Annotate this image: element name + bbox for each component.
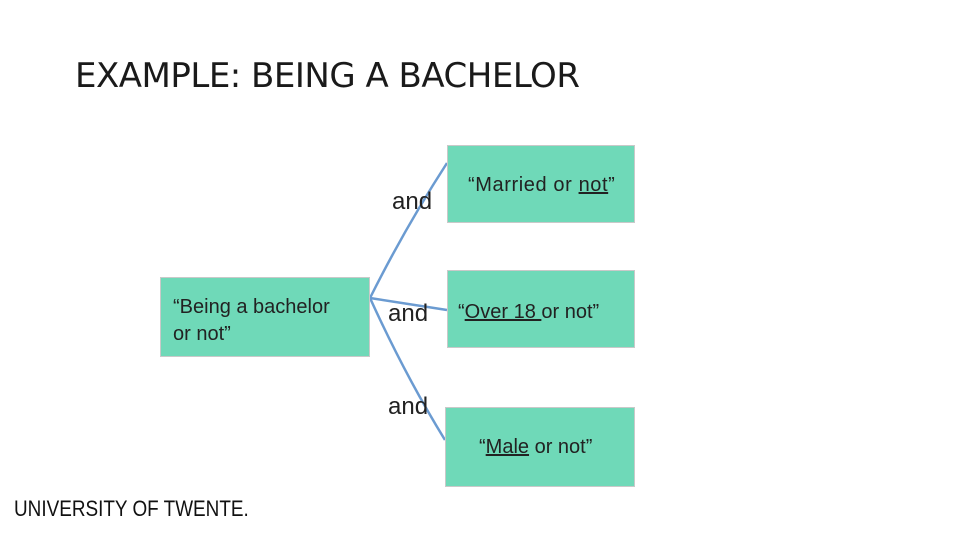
married-underlined: not [578,174,609,196]
root-node-line2: or not” [173,323,231,345]
over18-suffix: or not” [541,301,600,323]
slide-title: EXAMPLE: BEING A BACHELOR [75,56,580,96]
root-node-line1: “Being a bachelor [173,296,330,318]
root-node-box: “Being a bachelor or not” [160,277,370,357]
married-node-box: “Married or not” [447,145,635,223]
over18-underlined: Over 18 [464,301,542,323]
over18-node-box: “Over 18 or not” [447,270,635,348]
male-suffix: or not” [529,436,593,458]
and-label-over18: and [388,300,429,327]
married-prefix: “Married or [468,174,579,196]
connector-to-male [368,297,447,441]
and-label-male: and [388,393,429,420]
male-underlined: Male [485,436,530,458]
and-label-married: and [392,188,433,215]
university-logo: UNIVERSITY OF TWENTE. [14,496,249,521]
connector-to-married [368,162,449,299]
connector-to-over18 [369,296,448,312]
male-node-box: “Male or not” [445,407,635,487]
male-prefix: “ [479,436,486,458]
over18-prefix: “ [458,301,465,323]
married-suffix: ” [608,174,616,196]
